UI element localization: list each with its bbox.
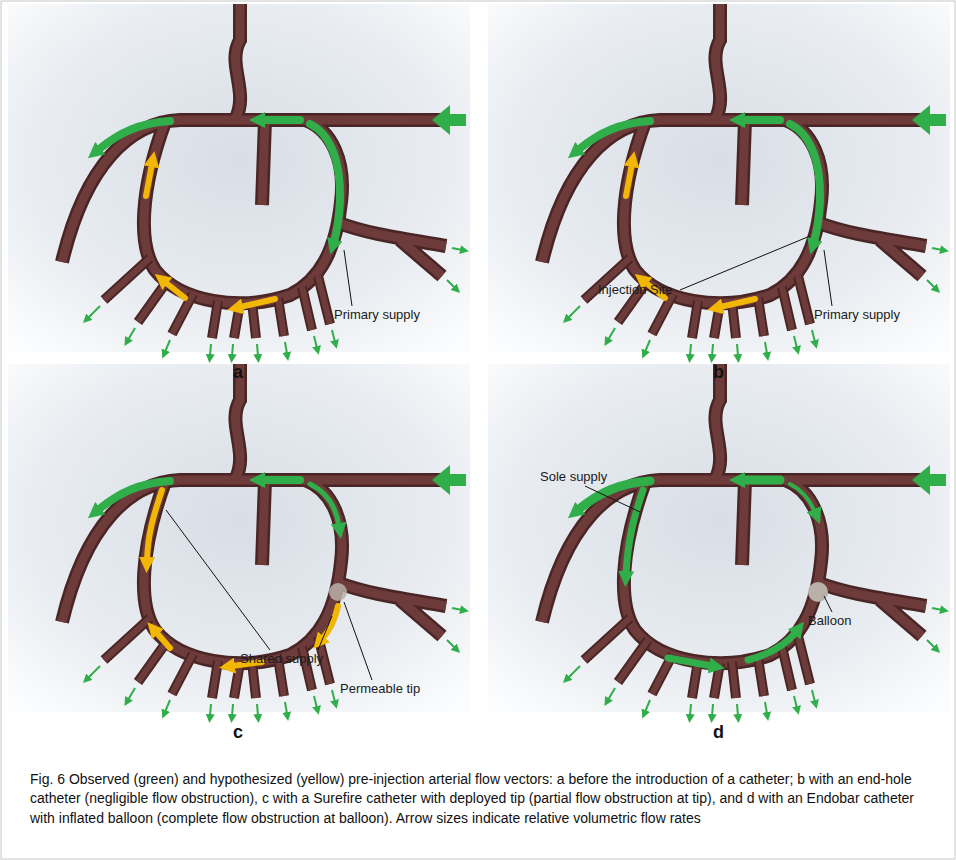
callout-label: Primary supply: [814, 308, 900, 323]
panel-letter: b: [713, 362, 724, 383]
panel-letter: d: [713, 722, 724, 743]
callout-label: Injection Site: [598, 283, 672, 298]
callout-label: Sole supply: [540, 470, 607, 485]
callout-label: Permeable tip: [340, 682, 420, 697]
panel-letter: a: [233, 362, 243, 383]
figure-caption: Fig. 6 Observed (green) and hypothesized…: [30, 770, 930, 828]
callout-label: Balloon: [808, 614, 851, 629]
callout-label: Shared supply: [240, 652, 323, 667]
panel-letter: c: [233, 722, 243, 743]
callout-label: Primary supply: [334, 308, 420, 323]
